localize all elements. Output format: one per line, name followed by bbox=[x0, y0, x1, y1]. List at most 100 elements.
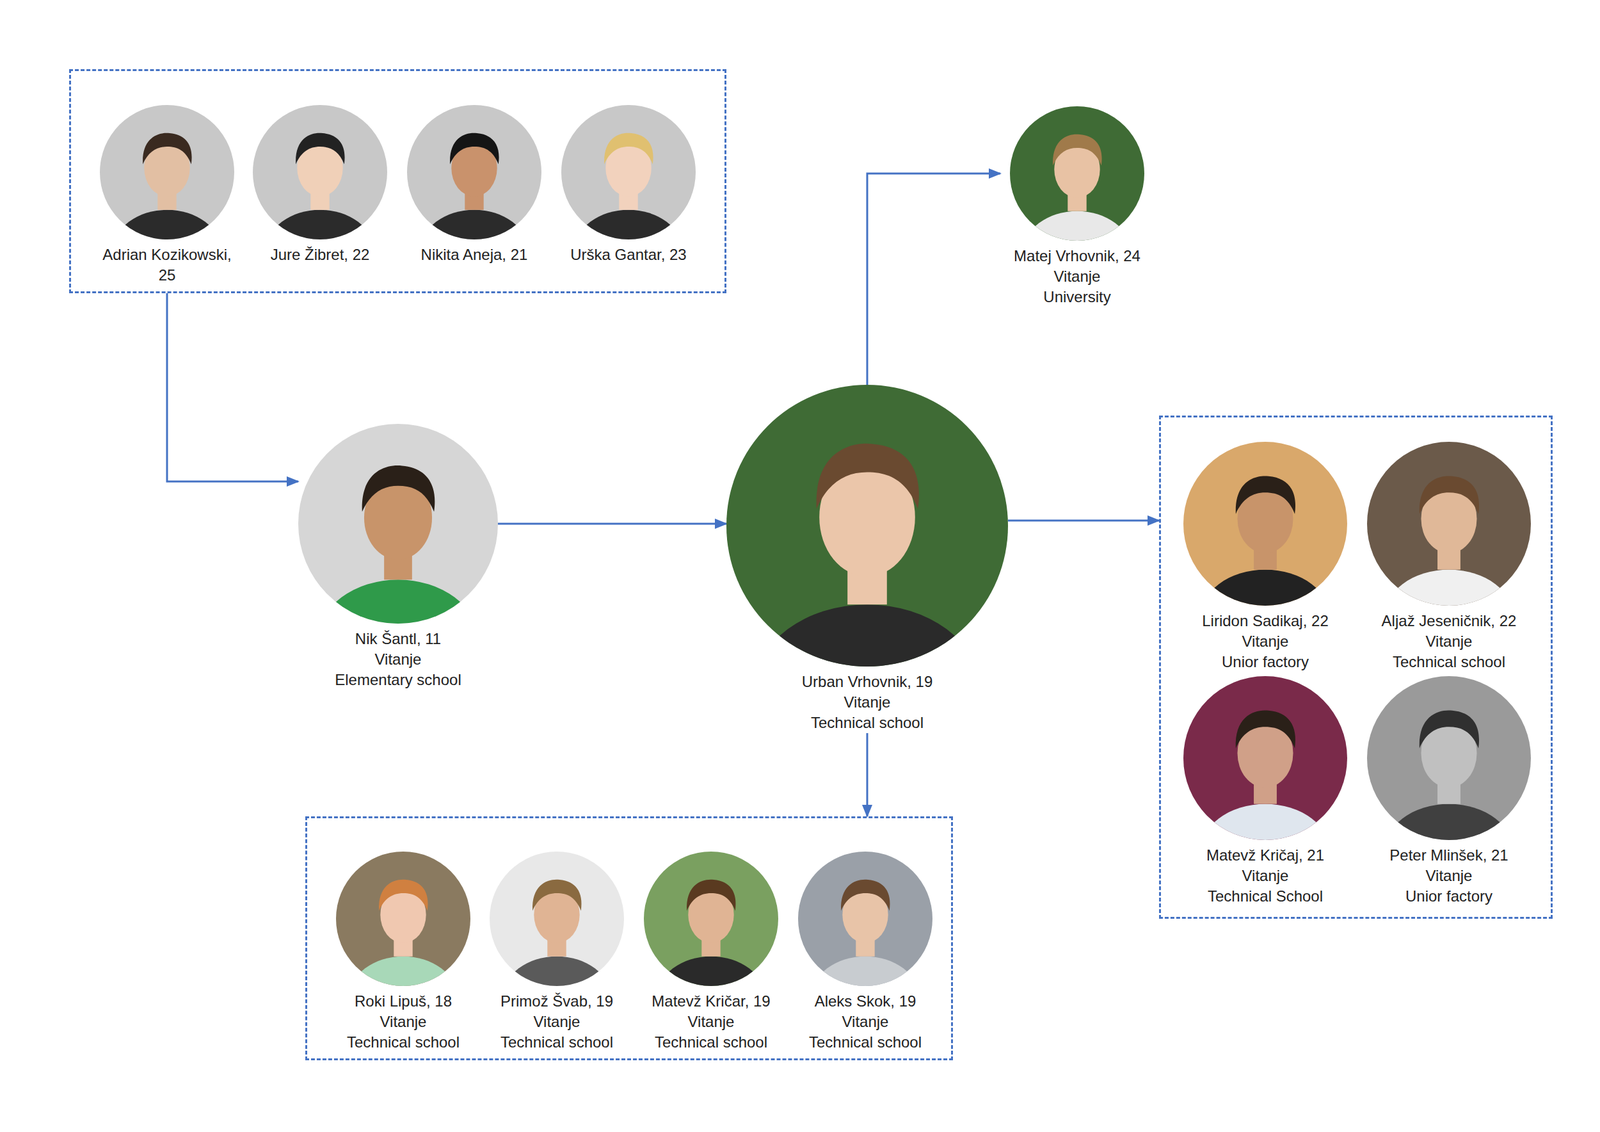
photo-circle bbox=[1367, 441, 1531, 606]
arrow-connector bbox=[167, 293, 299, 482]
person-node: Matevž Kričar, 19VitanjeTechnical school bbox=[637, 851, 785, 1053]
person-node: Jure Žibret, 22 bbox=[249, 104, 391, 265]
group-box: Adrian Kozikowski, 25 Jure Žibret, 22 Niki… bbox=[69, 69, 727, 294]
portrait-illustration bbox=[407, 104, 542, 240]
photo-circle bbox=[407, 104, 542, 240]
portrait-part bbox=[503, 956, 611, 986]
person-detail: Vitanje bbox=[726, 691, 1008, 713]
person-name: Aljaž Jeseničnik, 22 bbox=[1362, 610, 1536, 632]
portrait-part bbox=[1235, 475, 1296, 514]
spacer bbox=[1362, 839, 1536, 845]
photo-circle bbox=[336, 851, 471, 986]
portrait-part bbox=[754, 604, 980, 667]
portrait-part bbox=[1200, 803, 1332, 840]
person-detail: Vitanje bbox=[791, 1011, 939, 1032]
portrait-part bbox=[1419, 709, 1480, 748]
portrait-part bbox=[1200, 569, 1332, 606]
portrait-part bbox=[1052, 134, 1103, 166]
portrait-part bbox=[349, 956, 457, 986]
portrait-illustration bbox=[643, 851, 779, 986]
photo-circle bbox=[298, 423, 498, 624]
person-detail: Technical school bbox=[483, 1031, 631, 1053]
person-node: Nik Šantl, 11VitanjeElementary school bbox=[298, 423, 498, 690]
group-box: Liridon Sadikaj, 22VitanjeUnior factoryA… bbox=[1159, 415, 1553, 919]
portrait-illustration bbox=[1183, 441, 1348, 606]
portrait-part bbox=[362, 465, 436, 512]
portrait-part bbox=[1235, 709, 1296, 748]
person-name: Primož Švab, 19 bbox=[483, 990, 631, 1012]
portrait-part bbox=[420, 209, 528, 240]
portrait-part bbox=[1419, 475, 1480, 514]
portrait-illustration bbox=[726, 384, 1008, 667]
person-detail: Vitanje bbox=[1000, 266, 1154, 287]
person-name: Urban Vrhovnik, 19 bbox=[726, 671, 1008, 692]
person-detail: Vitanje bbox=[637, 1011, 785, 1032]
portrait-part bbox=[1383, 803, 1515, 840]
portrait-part bbox=[318, 579, 479, 624]
portrait-illustration bbox=[1367, 675, 1531, 840]
person-node: Matevž Kričaj, 21VitanjeTechnical School bbox=[1178, 675, 1352, 907]
person-detail: Vitanje bbox=[298, 648, 498, 670]
person-node: Liridon Sadikaj, 22VitanjeUnior factory bbox=[1178, 441, 1352, 672]
arrow-connector bbox=[497, 522, 727, 525]
person-name: Peter Mlinšek, 21 bbox=[1362, 844, 1536, 866]
photo-circle bbox=[798, 851, 933, 986]
photo-circle bbox=[1367, 675, 1531, 840]
photo-circle bbox=[561, 104, 696, 240]
portrait-illustration bbox=[298, 423, 498, 624]
portrait-part bbox=[816, 443, 920, 509]
spacer bbox=[249, 239, 391, 245]
photo-circle bbox=[99, 104, 235, 240]
photo-circle bbox=[643, 851, 779, 986]
spacer bbox=[403, 239, 545, 245]
portrait-part bbox=[1383, 569, 1515, 606]
photo-circle bbox=[1183, 675, 1348, 840]
portrait-illustration bbox=[1367, 441, 1531, 606]
person-detail: Unior factory bbox=[1178, 651, 1352, 672]
person-node: Aljaž Jeseničnik, 22VitanjeTechnical sch… bbox=[1362, 441, 1536, 672]
person-detail: Technical School bbox=[1178, 885, 1352, 907]
spacer bbox=[1178, 605, 1352, 611]
spacer bbox=[298, 623, 498, 629]
person-name: Matevž Kričaj, 21 bbox=[1178, 844, 1352, 866]
spacer bbox=[1000, 240, 1154, 246]
spacer bbox=[1362, 605, 1536, 611]
photo-circle bbox=[1183, 441, 1348, 606]
spacer bbox=[96, 239, 238, 245]
portrait-illustration bbox=[336, 851, 471, 986]
portrait-part bbox=[378, 879, 429, 911]
person-detail: Elementary school bbox=[298, 669, 498, 690]
person-detail: Vitanje bbox=[483, 1011, 631, 1032]
portrait-part bbox=[1023, 211, 1131, 241]
spacer bbox=[329, 985, 477, 991]
person-node: Aleks Skok, 19VitanjeTechnical school bbox=[791, 851, 939, 1053]
portrait-part bbox=[574, 209, 683, 240]
portrait-part bbox=[142, 133, 192, 165]
person-detail: Technical school bbox=[791, 1031, 939, 1053]
portrait-illustration bbox=[1009, 106, 1145, 241]
person-node: Matej Vrhovnik, 24VitanjeUniversity bbox=[1000, 106, 1154, 308]
person-name: Aleks Skok, 19 bbox=[791, 990, 939, 1012]
person-name: Liridon Sadikaj, 22 bbox=[1178, 610, 1352, 632]
photo-circle bbox=[1009, 106, 1145, 241]
spacer bbox=[637, 985, 785, 991]
portrait-part bbox=[811, 956, 920, 986]
portrait-part bbox=[604, 133, 654, 165]
person-detail: Vitanje bbox=[1178, 865, 1352, 886]
person-detail: Technical school bbox=[329, 1031, 477, 1053]
arrow-connector bbox=[866, 732, 869, 816]
arrow-connector bbox=[867, 173, 1001, 385]
person-node: Primož Švab, 19VitanjeTechnical school bbox=[483, 851, 631, 1053]
person-name: Nik Šantl, 11 bbox=[298, 628, 498, 649]
person-name: Nikita Aneja, 21 bbox=[403, 244, 545, 265]
spacer bbox=[791, 985, 939, 991]
portrait-part bbox=[266, 209, 374, 240]
person-name: Matevž Kričar, 19 bbox=[637, 990, 785, 1012]
person-node: Urban Vrhovnik, 19VitanjeTechnical schoo… bbox=[726, 384, 1008, 733]
person-name: Adrian Kozikowski, 25 bbox=[96, 244, 238, 286]
person-detail: Technical school bbox=[726, 712, 1008, 733]
portrait-part bbox=[532, 879, 582, 911]
spacer bbox=[483, 985, 631, 991]
person-detail: Vitanje bbox=[329, 1011, 477, 1032]
